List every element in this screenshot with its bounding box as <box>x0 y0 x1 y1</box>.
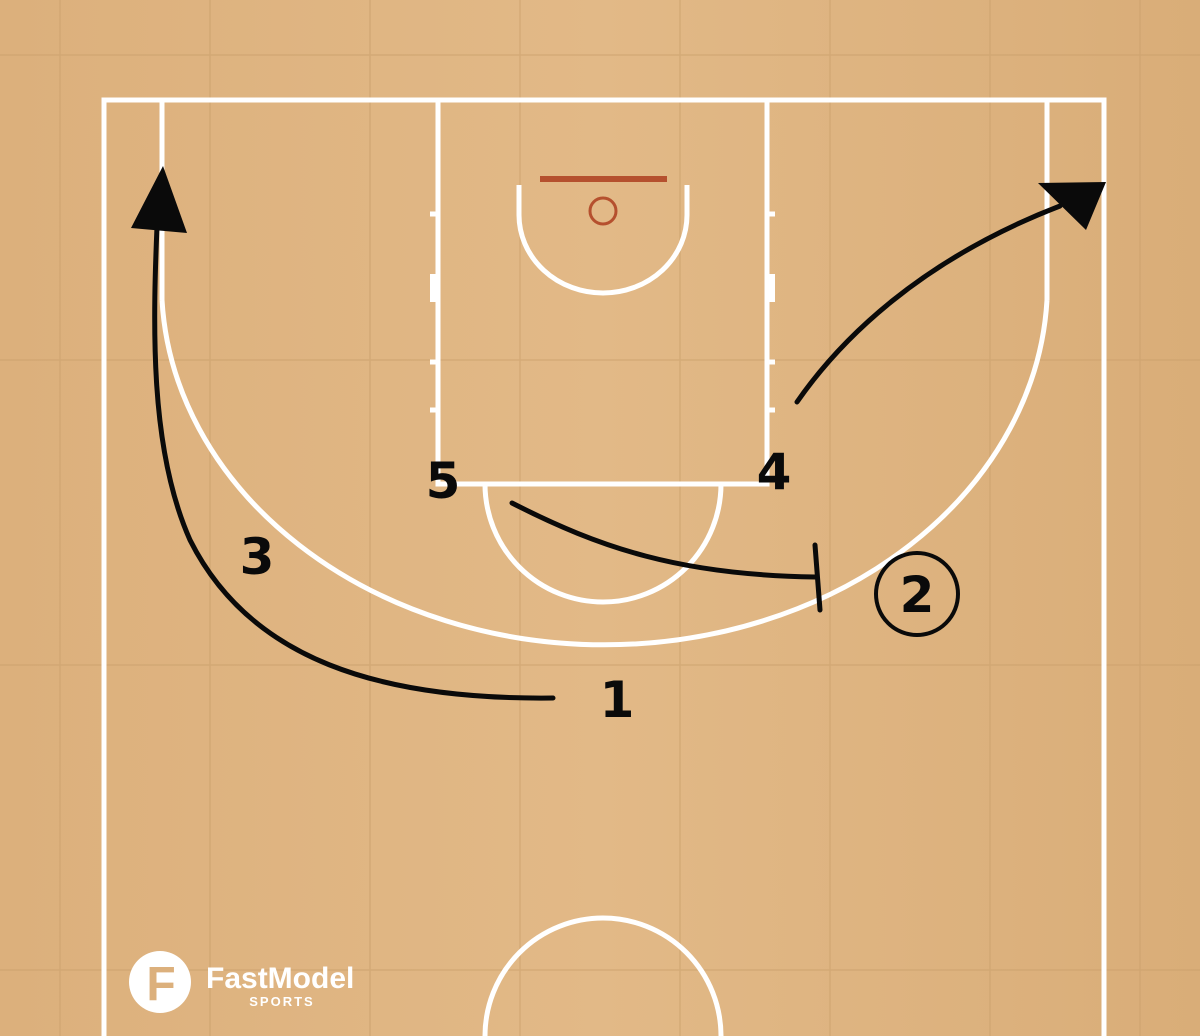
player-1: 1 <box>600 671 635 729</box>
logo-sub: SPORTS <box>249 994 314 1009</box>
restricted-area <box>516 185 690 296</box>
player-2: 2 <box>900 566 935 624</box>
logo-badge <box>129 951 191 1013</box>
fastmodel-logo: F FastModel SPORTS <box>129 951 354 1013</box>
free-throw-circle <box>482 483 724 605</box>
player-5: 5 <box>426 452 461 510</box>
screen-marker <box>812 542 823 613</box>
basket <box>540 176 667 226</box>
path-player-4-pop <box>794 203 1063 405</box>
path-player-1-cut <box>152 202 556 701</box>
logo-name: FastModel <box>206 962 354 995</box>
three-point-arc <box>159 299 1050 648</box>
arrow-player-4 <box>1038 182 1106 230</box>
rim <box>588 196 618 226</box>
center-circle <box>482 915 724 1036</box>
play-paths <box>131 166 1106 701</box>
path-player-5-screen <box>509 500 818 580</box>
lane-blocks <box>430 274 775 302</box>
player-4: 4 <box>757 443 792 501</box>
player-2-ball-circle <box>874 551 960 637</box>
players: 1 2 3 4 5 <box>240 443 960 729</box>
arrow-player-1 <box>131 166 187 233</box>
lane-hash-marks <box>430 211 775 413</box>
player-3: 3 <box>240 528 275 586</box>
logo-letter: F <box>146 958 175 1011</box>
